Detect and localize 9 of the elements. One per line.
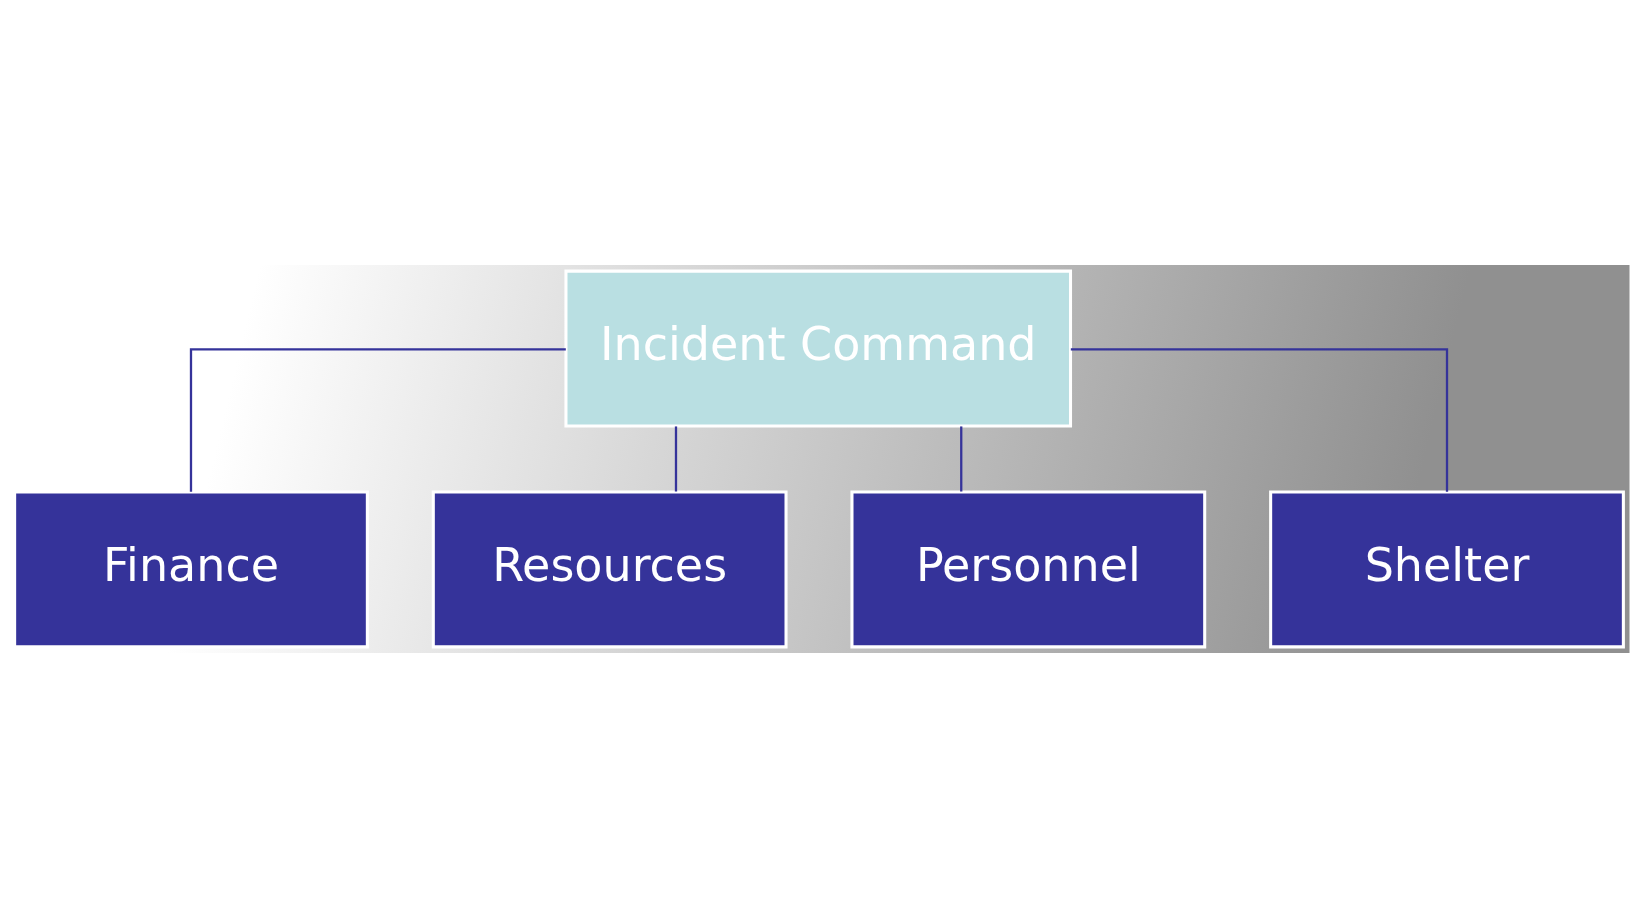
connector (1070, 347, 1449, 492)
connector (189, 347, 566, 492)
connector (960, 425, 963, 491)
node-box: Personnel (850, 489, 1207, 648)
node-box: Incident Command (564, 269, 1073, 428)
node-box: Finance (13, 489, 369, 648)
node-box: Shelter (1269, 489, 1625, 648)
node-box: Resources (431, 489, 788, 648)
connector (674, 425, 678, 491)
